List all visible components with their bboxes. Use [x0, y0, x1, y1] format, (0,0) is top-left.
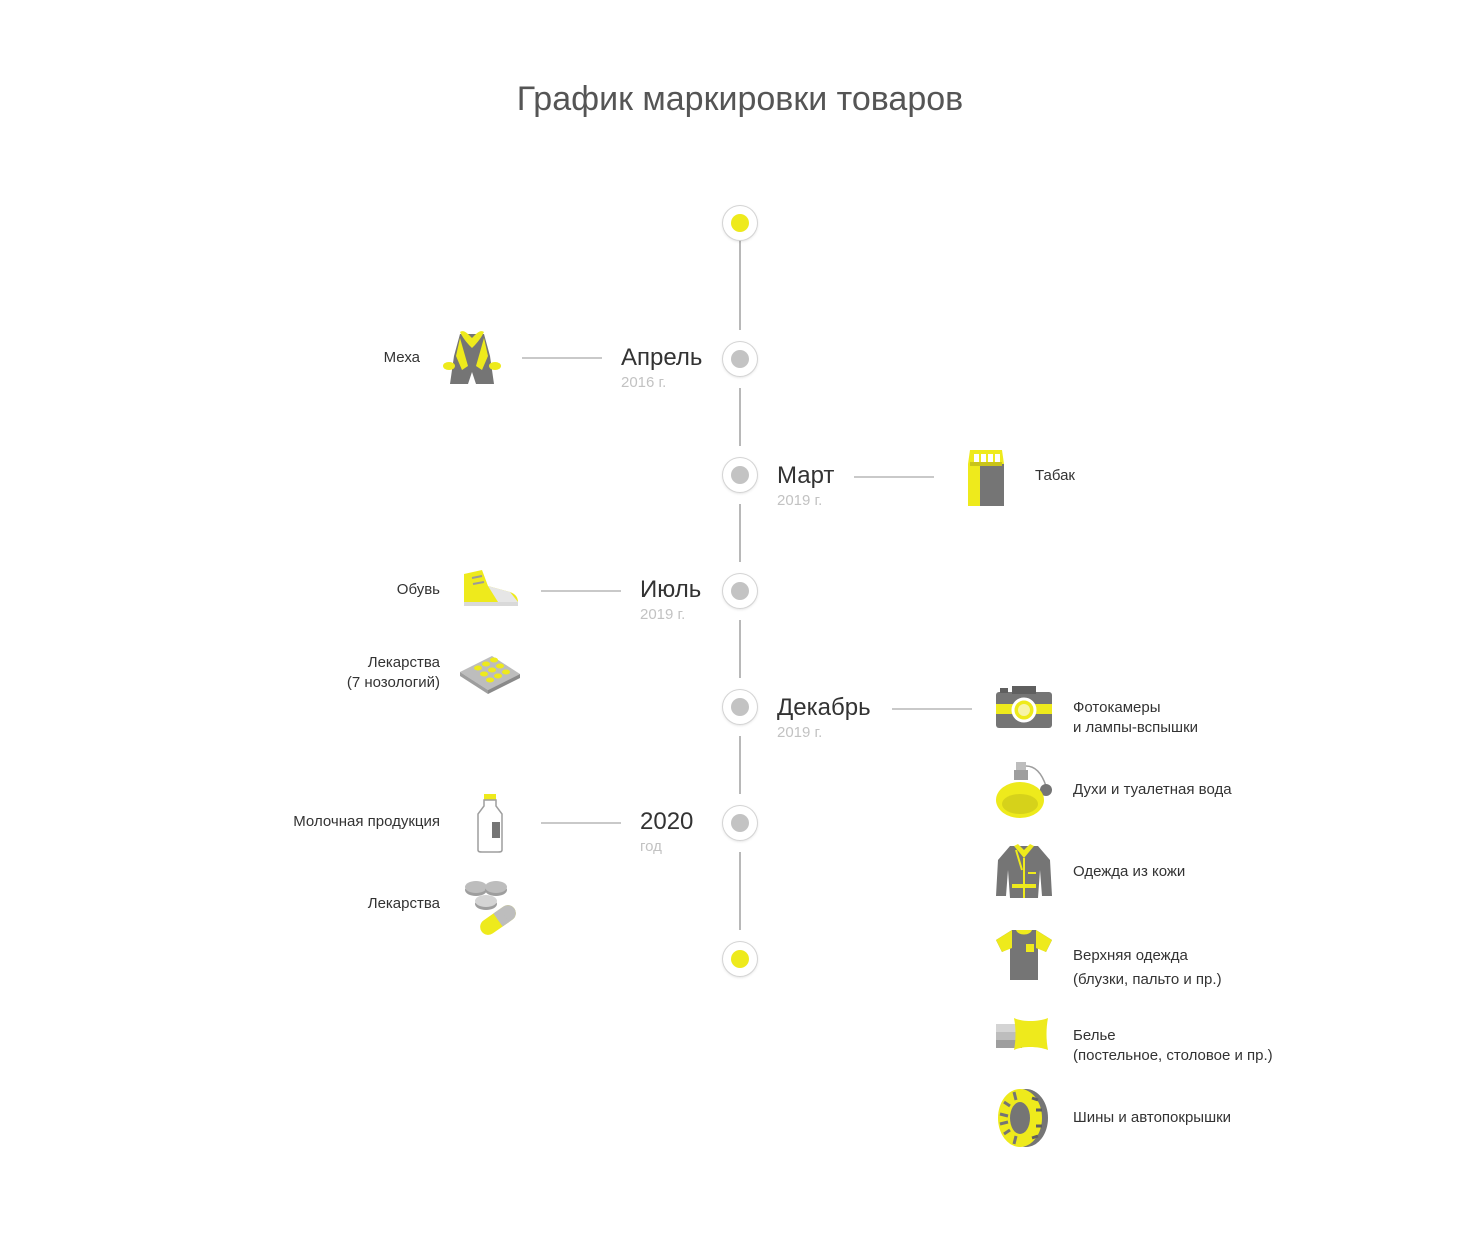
timeline-node-december-2019: [723, 690, 757, 724]
timeline-node-july-2019: [723, 574, 757, 608]
item-label-medicine-7: Лекарства (7 нозологий): [347, 653, 440, 693]
timeline-node-april-2016: [723, 342, 757, 376]
connector-line: [854, 476, 934, 478]
milestone-month: Апрель: [621, 344, 703, 371]
cigarette-pack-icon: [958, 444, 1022, 508]
milestone-month: Декабрь: [777, 694, 871, 721]
camera-icon: [992, 676, 1056, 740]
label-line: Фотокамеры: [1073, 699, 1161, 716]
milestone-year: 2016 г.: [621, 374, 667, 391]
timeline-node-2020: [723, 806, 757, 840]
milestone-year: 2019 г.: [777, 724, 823, 741]
label-line: (постельное, столовое и пр.): [1073, 1047, 1273, 1064]
item-label-medicine: Лекарства: [367, 895, 440, 912]
perfume-bottle-icon: [992, 758, 1056, 822]
milk-bottle-icon: [458, 792, 522, 856]
milestone-month: Март: [777, 462, 835, 489]
item-label-perfume: Духи и туалетная вода: [1073, 781, 1232, 798]
milestone-month: Июль: [640, 576, 702, 603]
label-line: и лампы-вспышки: [1073, 719, 1199, 736]
item-label-linen: Белье (постельное, столовое и пр.): [1073, 1026, 1273, 1066]
label-line: (7 нозологий): [346, 674, 440, 691]
milestone-month: 2020: [640, 808, 694, 835]
t-shirt-icon: [992, 922, 1056, 986]
fur-coat-icon: [440, 326, 504, 390]
tire-icon: [992, 1086, 1056, 1150]
item-label-cameras: Фотокамеры и лампы-вспышки: [1073, 698, 1198, 738]
page-title: График маркировки товаров: [516, 80, 964, 118]
leather-jacket-icon: [992, 840, 1056, 904]
label-line: Верхняя одежда: [1073, 947, 1188, 964]
item-label-shoes: Обувь: [396, 581, 440, 598]
pills-icon: [462, 876, 526, 940]
connector-line: [892, 708, 972, 710]
connector-line: [522, 357, 602, 359]
item-label-tires: Шины и автопокрышки: [1073, 1109, 1232, 1126]
connector-line: [541, 822, 621, 824]
timeline-segment: [739, 240, 741, 330]
timeline-start-node: [723, 206, 757, 240]
milestone-year: год: [640, 838, 662, 855]
timeline-segment: [739, 620, 741, 678]
connector-line: [541, 590, 621, 592]
label-line: (блузки, пальто и пр.): [1073, 971, 1222, 988]
item-label-outerwear: Верхняя одежда (блузки, пальто и пр.): [1073, 944, 1222, 992]
label-line: Лекарства: [367, 654, 440, 671]
milestone-year: 2019 г.: [640, 606, 686, 623]
item-label-fur: Меха: [383, 349, 420, 366]
label-line: Белье: [1073, 1027, 1116, 1044]
pill-blister-icon: [458, 644, 522, 708]
item-label-tobacco: Табак: [1035, 467, 1075, 484]
timeline-segment: [739, 504, 741, 562]
timeline-segment: [739, 736, 741, 794]
milestone-year: 2019 г.: [777, 492, 823, 509]
timeline-segment: [739, 388, 741, 446]
timeline-end-node: [723, 942, 757, 976]
bed-linen-icon: [992, 1004, 1056, 1068]
item-label-leather: Одежда из кожи: [1073, 863, 1186, 880]
sneaker-icon: [458, 556, 522, 620]
timeline-segment: [739, 852, 741, 930]
timeline-node-march-2019: [723, 458, 757, 492]
item-label-dairy: Молочная продукция: [293, 813, 440, 830]
